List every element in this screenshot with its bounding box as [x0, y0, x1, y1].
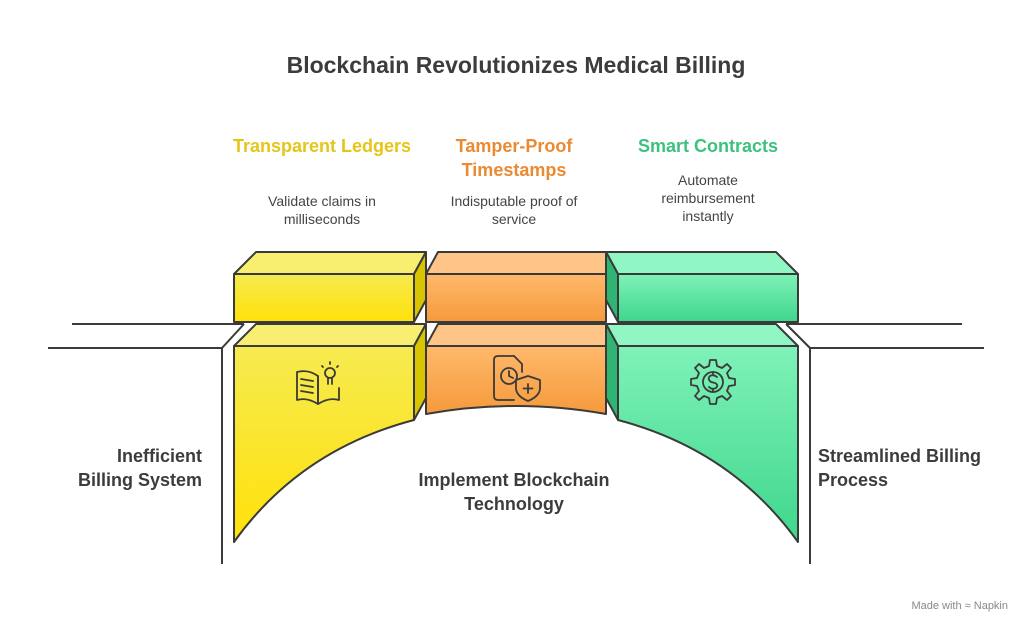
right-label-streamlined-billing: Streamlined Billing Process	[818, 446, 982, 490]
book-lightbulb-icon	[296, 361, 340, 405]
column-desc-transparent-ledgers: Validate claims in milliseconds	[268, 193, 376, 227]
ground-lines	[48, 323, 984, 564]
napkin-watermark: Made with ≈ Napkin	[911, 600, 1008, 612]
gear-dollar-icon	[690, 359, 736, 405]
arch-piece-orange	[425, 323, 607, 415]
document-clock-shield-icon	[493, 355, 541, 402]
center-label-implement-blockchain: Implement Blockchain Technology	[418, 470, 610, 514]
column-title-smart-contracts: Smart Contracts	[637, 136, 779, 156]
top-block-yellow	[233, 251, 427, 323]
arch-piece-green	[605, 323, 799, 543]
top-block-orange	[425, 251, 607, 323]
column-title-transparent-ledgers: Transparent Ledgers	[232, 136, 412, 156]
column-desc-smart-contracts: Automate reimbursement instantly	[661, 172, 755, 224]
top-block-green	[605, 251, 799, 323]
column-desc-tamper-proof-timestamps: Indisputable proof of service	[450, 193, 578, 227]
column-title-tamper-proof-timestamps: Tamper-Proof Timestamps	[455, 136, 573, 180]
left-label-inefficient-billing: Inefficient Billing System	[77, 446, 202, 490]
arch-piece-yellow	[233, 323, 427, 543]
diagram-title: Blockchain Revolutionizes Medical Billin…	[286, 52, 746, 78]
